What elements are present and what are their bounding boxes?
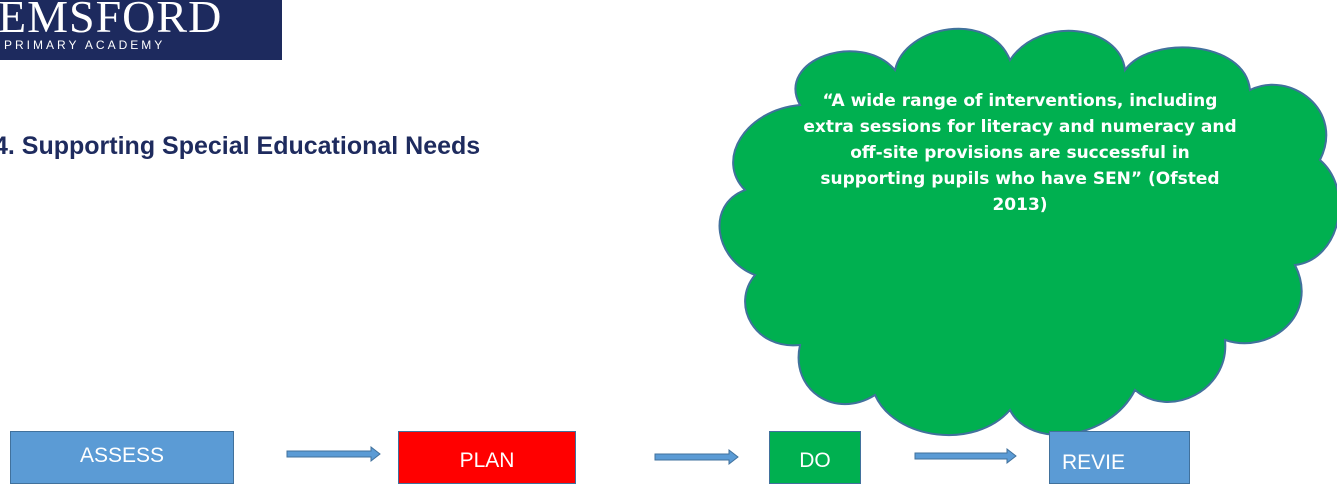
arrow-plan-to-do [654,448,739,466]
step-do: DO [769,431,861,484]
logo-wordmark: EMSFORD [0,0,223,42]
school-logo: EMSFORD PRIMARY ACADEMY [0,0,282,60]
arrow-assess-to-plan [286,445,381,463]
arrow-do-to-review [914,447,1017,465]
step-plan: PLAN [398,431,576,484]
step-review: REVIE [1049,431,1190,484]
step-assess: ASSESS [10,431,234,484]
cloud-quote: “A wide range of interventions, includin… [803,91,1237,215]
logo-subtitle: PRIMARY ACADEMY [4,38,166,52]
page-heading: 4. Supporting Special Educational Needs [0,132,481,160]
